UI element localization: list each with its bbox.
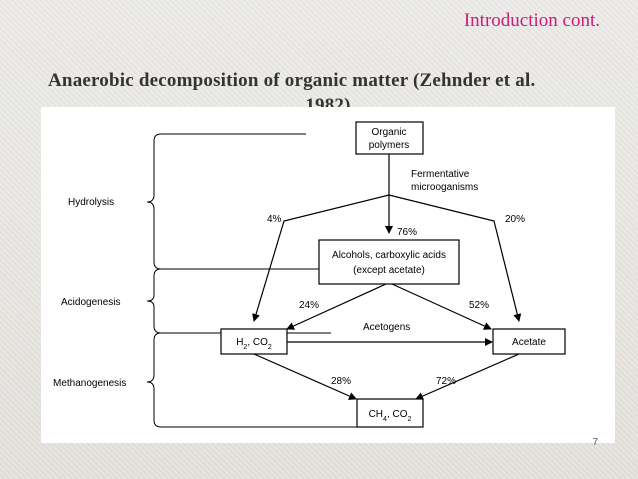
label-pct-4: 4% [267, 214, 282, 225]
diagram-panel: Organic polymers Alcohols, carboxylic ac… [41, 107, 615, 443]
stage-methanogenesis: Methanogenesis [53, 378, 126, 389]
label-pct-72: 72% [436, 376, 456, 387]
node-organic-polymers-line1: Organic [371, 127, 406, 138]
label-pct-76: 76% [397, 227, 417, 238]
node-h2-co2: H2, CO2 [220, 328, 288, 355]
node-acetate: Acetate [492, 328, 566, 355]
edge-h2-to-ch4 [253, 353, 357, 400]
node-alcohols-line1: Alcohols, carboxylic acids [332, 250, 446, 261]
stage-hydrolysis: Hydrolysis [68, 197, 114, 208]
edge-alcohols-to-acetate [391, 283, 492, 330]
methanogenesis-brace [146, 332, 371, 428]
decomposition-diagram: Organic polymers Alcohols, carboxylic ac… [53, 121, 566, 428]
page-number: 7 [592, 437, 598, 448]
label-acetogens: Acetogens [363, 322, 410, 333]
node-acetate-label: Acetate [512, 337, 546, 348]
stage-acidogenesis: Acidogenesis [61, 297, 120, 308]
node-h2-co2-label: H2, CO2 [236, 337, 272, 351]
heading-line-1: Anaerobic decomposition of organic matte… [48, 70, 536, 91]
node-organic-polymers-line2: polymers [369, 140, 410, 151]
label-pct-20: 20% [505, 214, 525, 225]
label-pct-28: 28% [331, 376, 351, 387]
acidogenesis-brace [146, 268, 331, 334]
node-alcohols-line2: (except acetate) [353, 265, 425, 276]
node-organic-polymers: Organic polymers [355, 121, 424, 155]
edge-polymers-to-acetate [388, 194, 522, 322]
section-title: Introduction cont. [463, 10, 600, 31]
node-alcohols-carboxylic-acids: Alcohols, carboxylic acids (except aceta… [318, 239, 460, 285]
node-ch4-co2: CH4, CO2 [356, 398, 424, 428]
edge-acetate-to-ch4 [415, 353, 520, 400]
label-fermentative-line1: Fermentative [411, 169, 470, 180]
edge-polymers-to-h2 [252, 194, 390, 322]
node-ch4-co2-label: CH4, CO2 [369, 409, 412, 423]
label-pct-52: 52% [469, 300, 489, 311]
label-pct-24: 24% [299, 300, 319, 311]
edge-alcohols-to-h2 [286, 283, 387, 330]
label-fermentative-line2: microoganisms [411, 182, 478, 193]
hydrolysis-brace [146, 133, 331, 270]
